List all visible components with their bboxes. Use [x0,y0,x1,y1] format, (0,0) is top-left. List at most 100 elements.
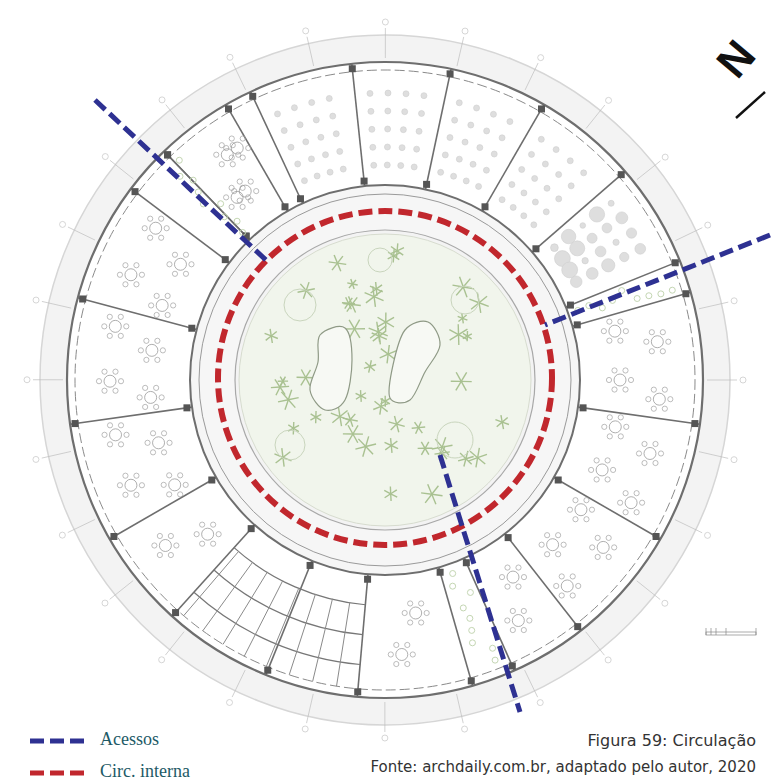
tree-branch [306,370,311,378]
tree-branch [376,289,382,292]
axis-line [233,63,246,90]
stool [570,241,585,256]
axis-line [699,452,728,459]
stool [521,190,527,196]
stool [551,244,559,252]
north-letter: N [708,32,764,86]
service-partition [223,572,267,644]
chair [589,467,594,472]
tree-branch [373,406,381,409]
chair [658,451,663,456]
chair [419,620,424,625]
table [104,375,116,387]
tree-branch [469,299,479,303]
access-line [545,235,770,325]
tree-branch [316,417,321,420]
stool [519,166,525,172]
table [231,191,243,203]
column [164,151,171,158]
column [463,559,470,566]
tree-branch [370,366,375,370]
tree-branch [418,448,425,449]
tree [432,437,453,457]
chair [408,601,413,606]
stool [326,95,332,101]
chair [164,226,169,231]
tree-branch [360,396,362,402]
stool [367,90,373,96]
chair [559,574,564,579]
table [625,497,637,509]
chair [612,387,617,392]
tree [271,379,289,395]
axis-line [384,702,385,732]
tree-branch [374,297,383,301]
table [507,571,519,583]
chair [214,152,219,157]
radial-wall [131,189,229,263]
table [159,539,171,551]
tree-branch [288,400,295,408]
tree-branch [478,458,486,464]
chair [123,263,128,268]
tree-branch [378,332,388,336]
axis-bubble [462,28,468,34]
chair [118,442,123,447]
chair [623,368,628,373]
chair [118,423,123,428]
tree-branch [353,433,363,435]
tree-branch [334,255,337,263]
tree-branch [476,458,478,468]
chair [570,574,575,579]
stool [411,164,417,170]
tree-branch [350,420,352,427]
chair [584,517,589,522]
chair [118,314,123,319]
chair [154,385,159,390]
chair [556,533,561,538]
chair [161,431,166,436]
axis-line [68,227,95,240]
column [672,259,679,266]
tree-canopy [437,422,473,458]
planting [450,583,456,589]
chair [107,333,112,338]
stool [532,199,538,205]
stool [384,162,390,168]
chair [143,404,148,409]
service-wall [234,547,366,605]
chair [137,395,142,400]
stool [414,146,420,152]
radial-wall [532,171,625,252]
table [153,437,165,449]
planting [176,157,182,163]
chair [623,387,628,392]
axis-bubble [705,532,711,538]
chair [123,282,128,287]
radial-wall [554,478,661,540]
stool [384,144,390,150]
axis-bubble [740,377,746,383]
tree-branch [466,457,474,459]
tree-branch [380,406,381,414]
tree-branch [432,494,436,504]
column [110,533,117,540]
chair [601,329,606,334]
tree [389,416,405,432]
stool [333,131,339,137]
tree-branch [418,421,421,427]
chair [168,552,173,557]
tree-branch [347,283,352,284]
axis-bubble [227,54,233,60]
axis-line [110,160,133,179]
axis-bubble [33,297,39,303]
axis-bubble [102,154,108,160]
stool [318,134,324,140]
stool [595,246,606,257]
building-ring [67,62,703,698]
column [437,569,444,576]
chair [419,601,424,606]
wall-circle [199,194,571,566]
stool [468,122,474,128]
chair [394,642,399,647]
